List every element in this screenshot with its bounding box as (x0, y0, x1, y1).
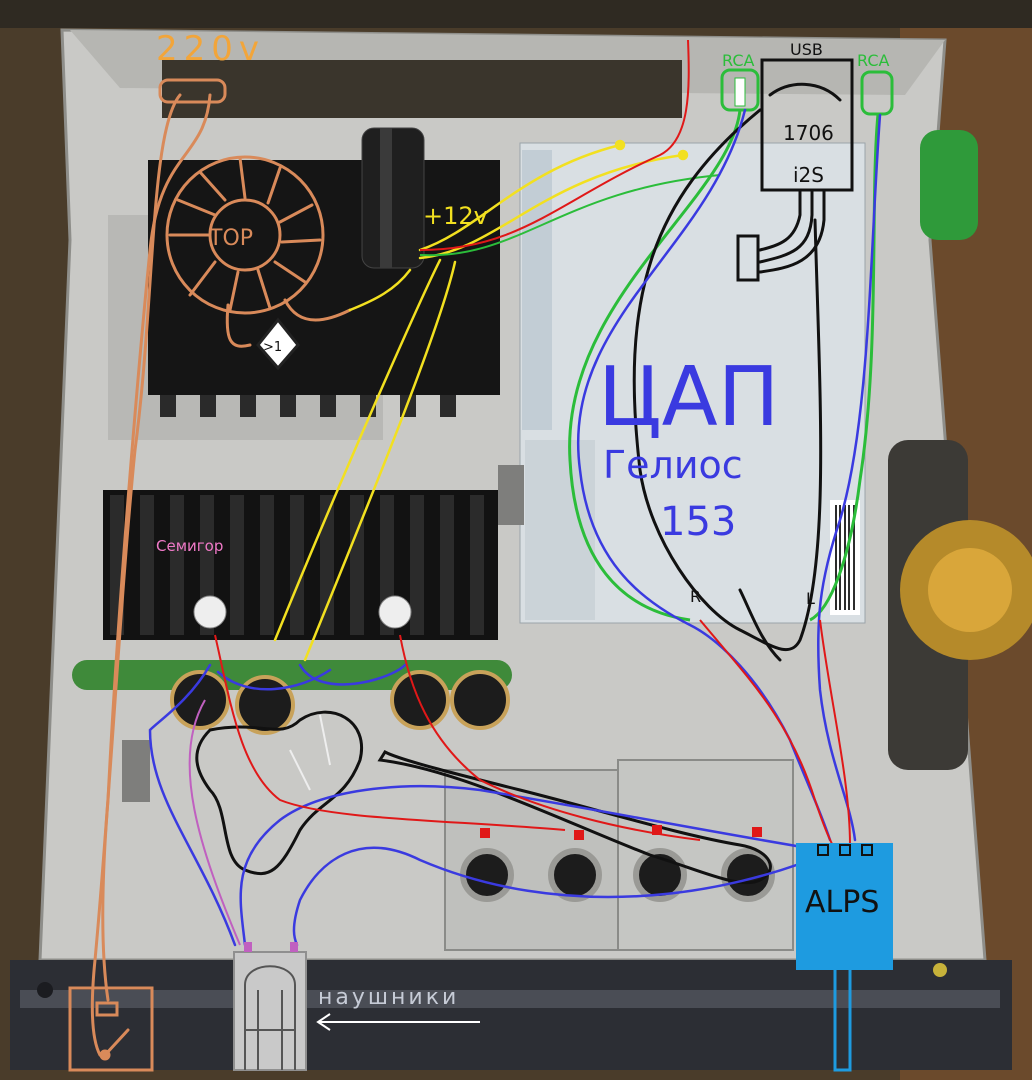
mount-bracket (122, 740, 150, 802)
terminal-markers (480, 825, 762, 840)
front-panel (10, 960, 1012, 1070)
label-dac-number: 153 (660, 499, 736, 545)
transformer-terminals (460, 848, 775, 902)
ground-purple-wire (188, 699, 241, 946)
amp-capacitors (170, 595, 510, 735)
supply-red-wire (419, 39, 690, 251)
headphone-arrow (316, 1013, 480, 1031)
label-dac-title: ЦАП (598, 350, 779, 445)
label-chip: 1706 (783, 121, 834, 145)
headphone-jack (233, 942, 307, 1071)
label-channel-l: L (806, 589, 815, 608)
label-rca-right: RCA (857, 51, 889, 70)
label-volume-control: ALPS (805, 885, 879, 920)
rectifier-bridge-icon (256, 317, 300, 371)
dac-module-outline (195, 58, 854, 885)
label-headphones: наушники (318, 985, 459, 1010)
audio-blue-wiring (148, 108, 882, 957)
label-rca-left: RCA (722, 51, 754, 70)
label-rectifier: >1 (263, 340, 282, 355)
back-panel-cutout (162, 60, 682, 118)
alps-shaft (833, 970, 852, 1072)
label-dac-name: Гелиос (603, 443, 743, 487)
label-amplifier: Семигор (156, 537, 223, 555)
supply-green-wire (419, 174, 721, 257)
label-i2s-bus: i2S (793, 163, 824, 187)
label-transformer: TOP (208, 226, 253, 251)
mains-wiring (68, 78, 352, 1072)
psu-fins (160, 395, 456, 417)
audio-red-wiring (214, 619, 851, 851)
filter-capacitor (361, 127, 425, 269)
label-channel-r: R (690, 587, 701, 606)
green-object (920, 130, 978, 240)
label-mains-voltage: 220v (156, 29, 265, 69)
label-usb: USB (790, 40, 823, 59)
supply-12v-wiring (273, 139, 689, 662)
alps-volume-control (796, 843, 893, 970)
label-supply-voltage: +12v (423, 202, 488, 230)
